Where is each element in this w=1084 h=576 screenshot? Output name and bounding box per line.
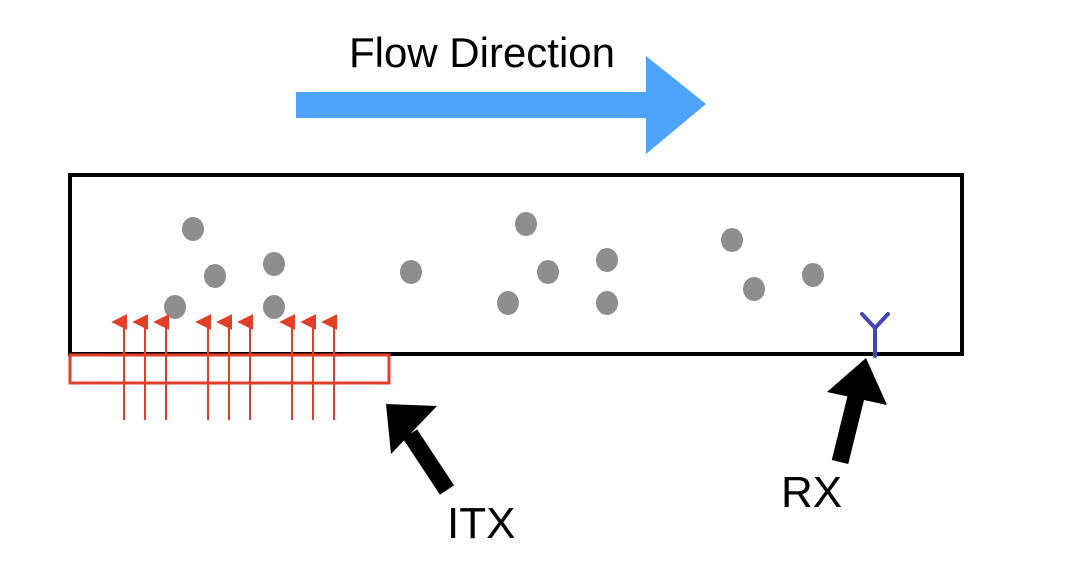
flow-direction-arrow-icon <box>296 56 706 154</box>
flow-direction-label: Flow Direction <box>349 29 615 76</box>
particle <box>182 217 204 241</box>
itx-label: ITX <box>447 499 515 548</box>
flow-channel <box>68 173 964 356</box>
particle <box>164 295 186 319</box>
particles-group <box>164 212 824 319</box>
particle <box>263 252 285 276</box>
itx-pointer-arrow-icon <box>386 404 455 495</box>
particle <box>400 260 422 284</box>
particle <box>596 291 618 315</box>
particle <box>204 264 226 288</box>
rx-pointer-arrow-icon <box>827 358 887 465</box>
particle <box>263 295 285 319</box>
particle <box>743 277 765 301</box>
particle <box>721 228 743 252</box>
particle <box>497 291 519 315</box>
particle <box>802 263 824 287</box>
rx-label: RX <box>781 468 842 517</box>
receiver-antenna-icon <box>860 312 890 358</box>
particle <box>515 212 537 236</box>
emission-arrows-group <box>111 314 338 420</box>
particle <box>596 248 618 272</box>
particle <box>537 260 559 284</box>
